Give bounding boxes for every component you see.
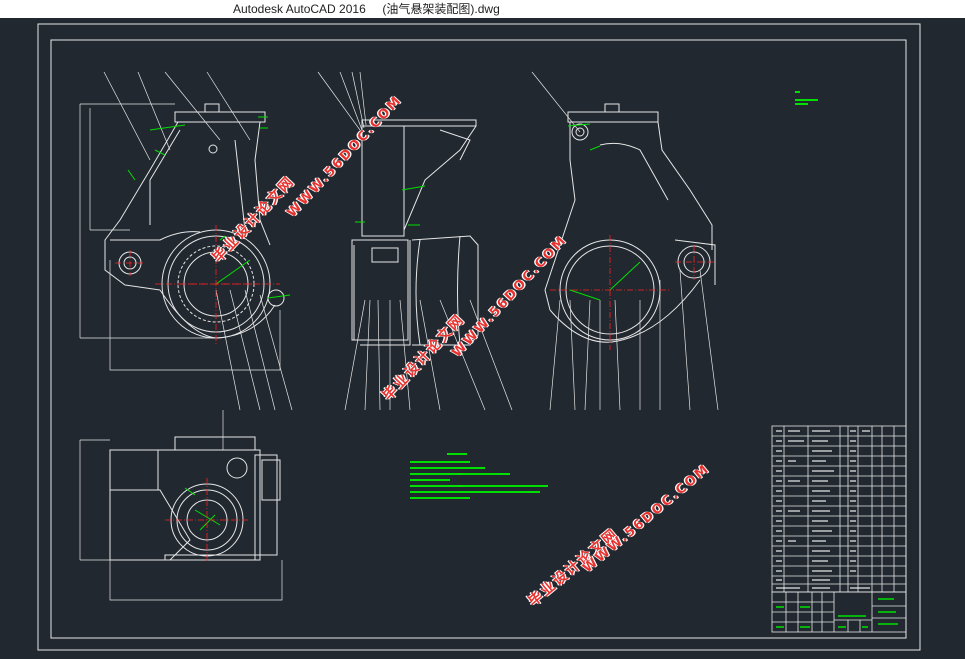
technical-notes bbox=[410, 453, 548, 499]
side-view bbox=[351, 119, 479, 346]
side-view-leaders bbox=[317, 71, 513, 411]
rear-view-green bbox=[567, 123, 641, 301]
drawing-canvas[interactable]: 毕业设计论文网 WWW.56DOC.COM 毕业设计论文网 WWW.56DOC.… bbox=[0, 18, 965, 659]
title-bar: Autodesk AutoCAD 2016 (油气悬架装配图).dwg bbox=[0, 0, 965, 18]
cad-drawing bbox=[37, 23, 921, 651]
top-view-dims bbox=[79, 410, 283, 601]
note-top-right bbox=[795, 91, 818, 105]
top-view-centers bbox=[165, 478, 250, 562]
front-view-dims bbox=[79, 71, 293, 411]
rear-view-centers bbox=[550, 235, 714, 350]
sheet-border-inner bbox=[50, 39, 907, 639]
parts-list bbox=[771, 425, 907, 633]
title-block-green bbox=[776, 598, 898, 628]
top-view bbox=[109, 436, 281, 561]
front-view-centers bbox=[115, 225, 280, 345]
front-view-green bbox=[127, 116, 291, 299]
parts-list-text bbox=[776, 430, 870, 589]
rear-view-leaders bbox=[531, 71, 719, 411]
top-view-green bbox=[184, 487, 221, 531]
sheet-border-outer bbox=[37, 23, 921, 651]
window-title: Autodesk AutoCAD 2016 (油气悬架装配图).dwg bbox=[233, 2, 500, 16]
side-view-green bbox=[355, 185, 426, 226]
